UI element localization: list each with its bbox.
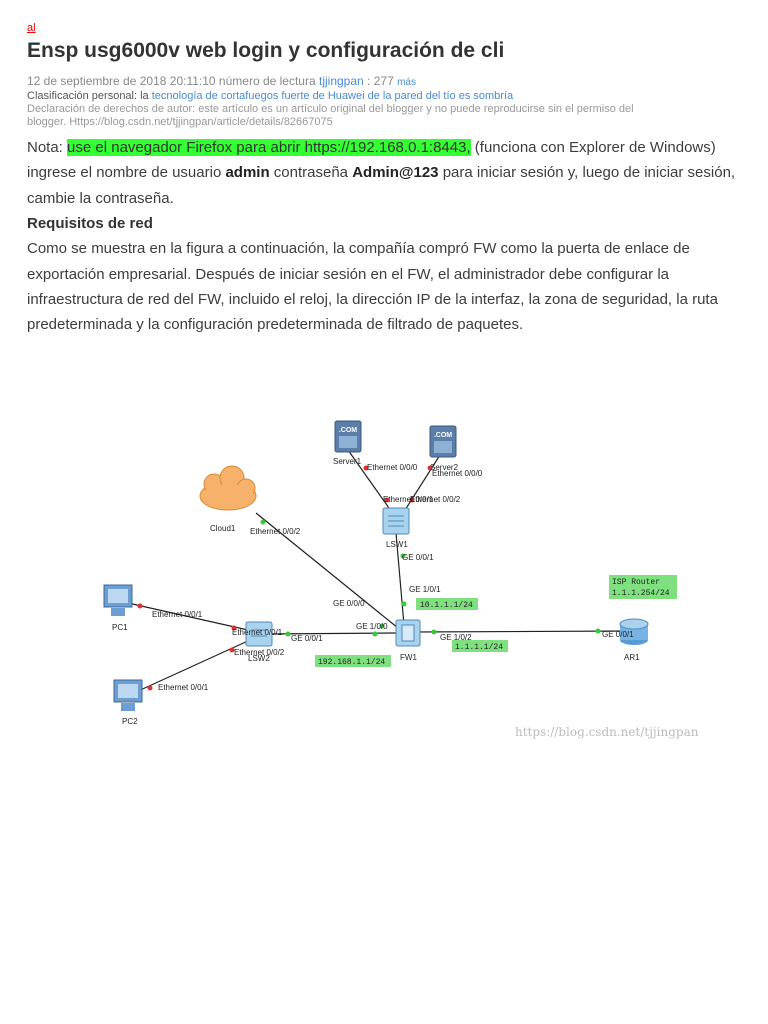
classification-label: Clasificación personal: la [27,90,149,102]
lsw1-label: LSW1 [386,540,408,549]
firewall-icon [395,619,421,647]
port-label: GE 0/0/1 [291,634,323,643]
copyright-declaration: Declaración de derechos de autor: este a… [27,103,634,128]
requirements-text: Como se muestra en la figura a continuac… [27,240,718,334]
isp-title: ISP Router [612,578,660,587]
server2-label: Server2 [430,463,459,472]
ip-wan: 1.1.1.1/24 [455,643,503,652]
port-label: GE 1/0/2 [440,633,472,642]
ip-labels: 10.1.1.1/24 192.168.1.1/24 1.1.1.1/24 IS… [315,575,677,667]
port-label: GE 0/0/0 [333,599,365,608]
pc1-icon [103,584,133,616]
server2-com-label: .COM [434,432,452,439]
requirements-heading: Requisitos de red [27,215,153,233]
pc1-label: PC1 [112,623,128,632]
port-label: Ethernet 0/0/1 [158,683,209,692]
ip-lan-left: 192.168.1.1/24 [318,658,385,667]
port-label: Ethernet 0/0/1 [152,610,203,619]
note-text-3: para iniciar sesión y, luego de iniciar … [27,164,736,207]
port-label: Ethernet 0/0/0 [432,469,483,478]
more-link[interactable]: más [397,77,416,88]
cloud1-label: Cloud1 [210,524,236,533]
author-link[interactable]: tjjingpan [319,74,364,88]
port-label: Ethernet 0/0/2 [234,648,285,657]
note-paragraph: Nota: use el navegador Firefox para abri… [27,135,737,211]
fw1-label: FW1 [400,653,417,662]
port-dots [137,465,601,691]
ip-lan-top: 10.1.1.1/24 [420,601,473,610]
lsw2-switch-icon [245,621,273,647]
router-icon [619,618,649,645]
port-label: GE 0/0/1 [402,553,434,562]
server2-icon: .COM [429,425,457,458]
server1-label: Server1 [333,457,362,466]
password-value: Admin@123 [352,164,439,182]
article: al Ensp usg6000v web login y configuraci… [27,18,737,338]
classification-link[interactable]: tecnología de cortafuegos fuerte de Huaw… [151,90,514,102]
original-tag: al [27,22,36,34]
server1-com-label: .COM [339,427,357,434]
port-label: Ethernet 0/0/1 [383,495,434,504]
port-labels: Ethernet 0/0/0 Ethernet 0/0/0 Ethernet 0… [152,463,634,692]
port-label: GE 1/0/0 [356,622,388,631]
note-text-2: contraseña [269,164,353,182]
watermark: https://blog.csdn.net/tjjingpan [515,725,699,739]
port-label: Ethernet 0/0/0 [367,463,418,472]
port-label: Ethernet 0/0/2 [250,527,301,536]
classification: Clasificación personal: la tecnología de… [27,90,737,103]
cloud-icon [199,465,257,511]
pc2-label: PC2 [122,717,138,726]
note-text-1: (funciona con Explorer de Windows) ingre… [27,139,716,182]
article-title: Ensp usg6000v web login y configuración … [27,39,505,62]
note-prefix: Nota: [27,139,68,156]
username-value: admin [225,164,270,182]
port-label: GE 0/0/1 [602,630,634,639]
server1-icon: .COM [334,420,362,453]
note-highlight: use el navegador Firefox para abrir http… [67,139,471,156]
ar1-label: AR1 [624,653,640,662]
isp-ip: 1.1.1.254/24 [612,589,670,598]
port-label: GE 1/0/1 [409,585,441,594]
port-label: Ethernet 0/0/1 [232,628,283,637]
article-meta: 12 de septiembre de 2018 20:11:10 número… [27,74,737,90]
lsw2-label: LSW2 [248,654,270,663]
lsw1-switch-icon [382,507,410,535]
read-count: : 277 [367,74,394,88]
port-label: Ethernet 0/0/2 [410,495,461,504]
publish-info: 12 de septiembre de 2018 20:11:10 número… [27,74,316,88]
pc2-icon [113,679,143,711]
